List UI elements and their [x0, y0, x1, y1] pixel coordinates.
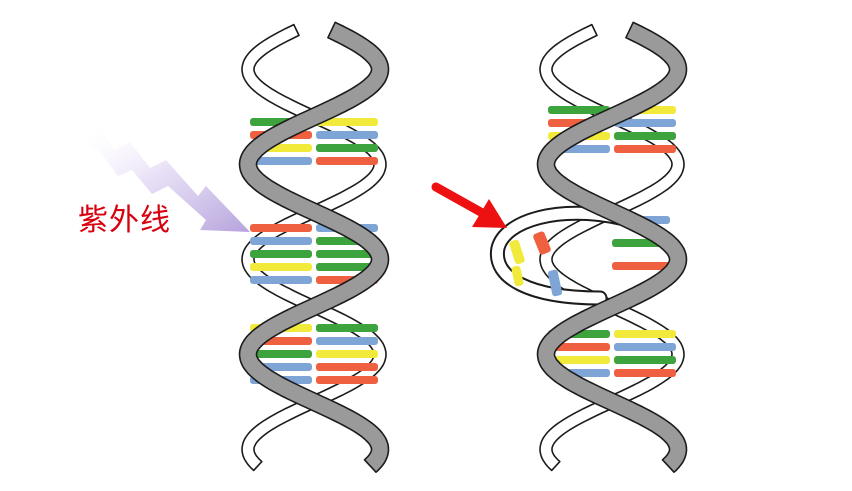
right-lower-base-right [614, 356, 676, 364]
uv-label: 紫外线 [78, 203, 171, 238]
left-upper-base-right [316, 157, 378, 165]
right-damaged-base [612, 262, 670, 270]
right-dna-helix-damaged [489, 21, 688, 473]
left-upper-base-right [316, 131, 378, 139]
left-upper-base-right [316, 118, 378, 126]
right-loop-strand [491, 207, 626, 304]
left-lower-base-right [316, 376, 378, 384]
right-loose-base [509, 239, 525, 265]
right-loose-base [547, 269, 563, 297]
right-front-strands [536, 21, 688, 473]
left-middle-base-left [250, 250, 312, 258]
left-lower-base-right [316, 350, 378, 358]
right-upper-base-right [614, 119, 676, 127]
uv-ray-arrow [82, 128, 250, 232]
left-middle-base-right [316, 250, 378, 258]
right-loose-base [511, 265, 524, 287]
left-middle-base-left [250, 237, 312, 245]
right-upper-base-left [548, 106, 610, 114]
left-lower-base-right [316, 337, 378, 345]
left-base-pairs [250, 118, 378, 384]
right-upper-base-right [614, 132, 676, 140]
right-backbone-front [536, 21, 688, 473]
left-lower-base-right [316, 363, 378, 371]
right-lower-base-right [614, 343, 676, 351]
right-loose-base [533, 231, 551, 255]
left-upper-base-left [250, 157, 312, 165]
left-middle-base-left [250, 263, 312, 271]
right-damage-bubble [489, 205, 670, 306]
left-lower-base-left [250, 350, 312, 358]
left-dna-helix [238, 21, 390, 473]
left-backbone-front [238, 21, 390, 473]
right-lower-base-right [614, 330, 676, 338]
right-lower-base-right [614, 369, 676, 377]
left-middle-base-right [316, 263, 378, 271]
left-middle-base-left [250, 276, 312, 284]
right-upper-base-right [614, 145, 676, 153]
damage-arrow [431, 182, 507, 228]
right-lower-base-left [548, 343, 610, 351]
left-middle-base-left [250, 224, 312, 232]
right-lower-base-left [548, 356, 610, 364]
left-lower-base-right [316, 324, 378, 332]
left-front-strands [238, 21, 390, 473]
left-upper-base-right [316, 144, 378, 152]
